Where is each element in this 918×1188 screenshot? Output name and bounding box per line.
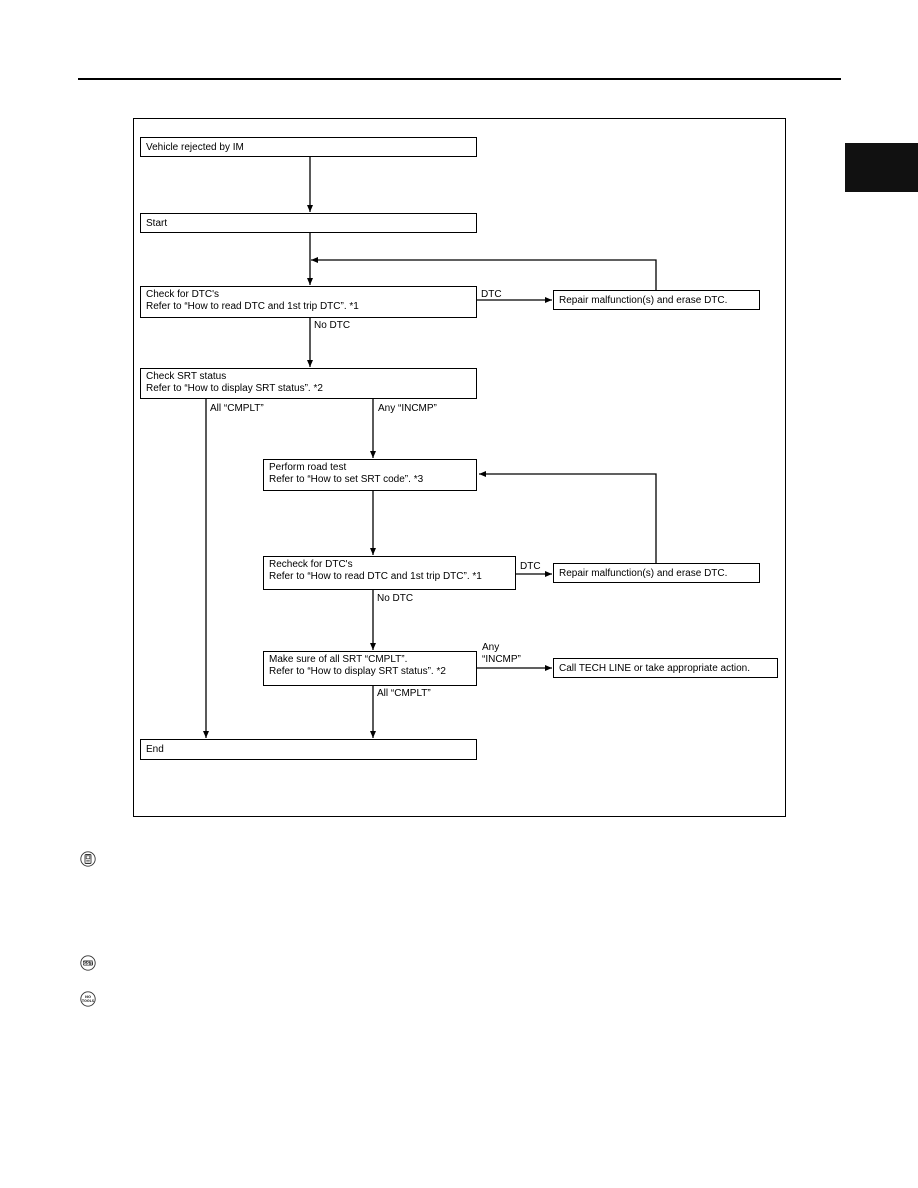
box-road-test-line1: Perform road test (269, 462, 347, 473)
label-all-cmplt-1: All “CMPLT” (210, 403, 264, 414)
arrow-repair-1-loop-back (311, 257, 657, 290)
gst-icon: GST (80, 955, 96, 971)
box-recheck-dtc: Recheck for DTC's Refer to “How to read … (263, 556, 516, 590)
box-vehicle-rejected: Vehicle rejected by IM (140, 137, 477, 157)
svg-text:TOOLS: TOOLS (82, 999, 95, 1003)
box-call-tech: Call TECH LINE or take appropriate actio… (553, 658, 778, 678)
box-recheck-dtc-line2: Refer to “How to read DTC and 1st trip D… (269, 571, 482, 582)
label-any-incmp-1: Any “INCMP” (378, 403, 437, 414)
header-rule (78, 78, 841, 80)
box-repair-1-text: Repair malfunction(s) and erase DTC. (559, 295, 728, 306)
box-check-srt-line2: Refer to “How to display SRT status”. *2 (146, 383, 323, 394)
label-all-cmplt-2: All “CMPLT” (377, 688, 431, 699)
box-end: End (140, 739, 477, 760)
box-check-dtc-line1: Check for DTC's (146, 289, 220, 300)
box-make-sure-line2: Refer to “How to display SRT status”. *2 (269, 666, 446, 677)
label-dtc-1: DTC (481, 289, 502, 300)
no-tools-icon: NO TOOLS (80, 991, 96, 1007)
label-no-dtc-1: No DTC (314, 320, 351, 331)
box-make-sure-line1: Make sure of all SRT “CMPLT”. (269, 654, 408, 665)
box-road-test-line2: Refer to “How to set SRT code”. *3 (269, 474, 424, 485)
box-check-dtc-line2: Refer to “How to read DTC and 1st trip D… (146, 301, 359, 312)
box-start: Start (140, 213, 477, 233)
svg-text:GST: GST (83, 961, 92, 966)
box-make-sure: Make sure of all SRT “CMPLT”. Refer to “… (263, 651, 477, 686)
arrow-repair-2-loop-back (479, 471, 657, 563)
box-repair-2: Repair malfunction(s) and erase DTC. (553, 563, 760, 583)
flowchart-frame (133, 118, 786, 817)
box-call-tech-text: Call TECH LINE or take appropriate actio… (559, 663, 751, 674)
label-any-incmp-2-line2: “INCMP” (482, 654, 521, 665)
box-check-srt: Check SRT status Refer to “How to displa… (140, 368, 477, 399)
box-recheck-dtc-line1: Recheck for DTC's (269, 559, 353, 570)
box-vehicle-rejected-text: Vehicle rejected by IM (146, 142, 244, 153)
svg-text:NO: NO (85, 995, 91, 999)
box-road-test: Perform road test Refer to “How to set S… (263, 459, 477, 491)
box-repair-2-text: Repair malfunction(s) and erase DTC. (559, 568, 728, 579)
section-tab (845, 143, 918, 192)
box-end-text: End (146, 744, 164, 755)
box-start-text: Start (146, 218, 168, 229)
box-check-srt-line1: Check SRT status (146, 371, 227, 382)
label-any-incmp-2-line1: Any (482, 642, 500, 653)
box-repair-1: Repair malfunction(s) and erase DTC. (553, 290, 760, 310)
label-no-dtc-2: No DTC (377, 593, 414, 604)
box-check-dtc: Check for DTC's Refer to “How to read DT… (140, 286, 477, 318)
consult-icon (80, 851, 96, 867)
label-dtc-2: DTC (520, 561, 541, 572)
